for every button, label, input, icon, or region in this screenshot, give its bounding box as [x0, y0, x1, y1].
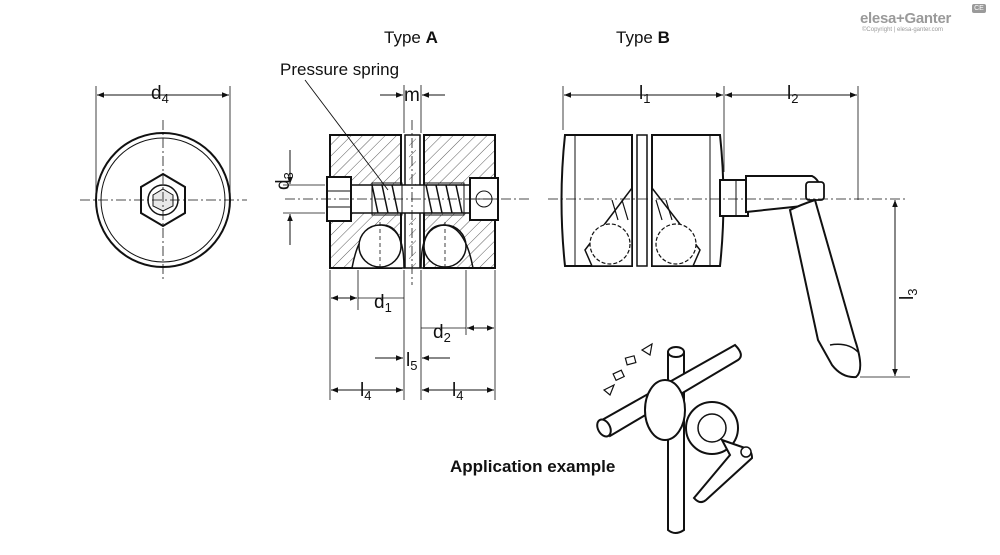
dim-l3: l3 — [897, 288, 920, 300]
front-view — [80, 86, 247, 280]
dim-l4-left: l4 — [360, 380, 372, 403]
type-b-view — [548, 86, 910, 379]
type-a-section-view — [283, 79, 530, 400]
type-b-title: Type B — [616, 29, 670, 46]
dim-l1: l1 — [639, 83, 651, 106]
dim-d3: d3 — [273, 172, 296, 190]
dim-l4-right: l4 — [452, 380, 464, 403]
brand-logo: elesa+Ganter — [860, 10, 952, 27]
type-b-letter: B — [657, 28, 670, 47]
type-a-title: Type A — [384, 29, 438, 46]
pressure-spring-label: Pressure spring — [280, 60, 400, 79]
dim-d2: d2 — [433, 322, 451, 345]
dim-l2: l2 — [787, 83, 799, 106]
type-b-prefix: Type — [616, 28, 658, 47]
copyright-text: ©Copyright | elesa-ganter.com — [862, 27, 944, 33]
type-a-prefix: Type — [384, 28, 426, 47]
dim-m: m — [404, 85, 420, 106]
application-example-sketch — [596, 342, 754, 534]
application-example-label: Application example — [450, 457, 616, 476]
type-a-letter: A — [425, 28, 438, 47]
dim-d1: d1 — [374, 292, 392, 315]
ce-badge: CE — [972, 4, 986, 13]
dim-l5: l5 — [406, 350, 418, 373]
dim-d4: d4 — [151, 83, 169, 106]
